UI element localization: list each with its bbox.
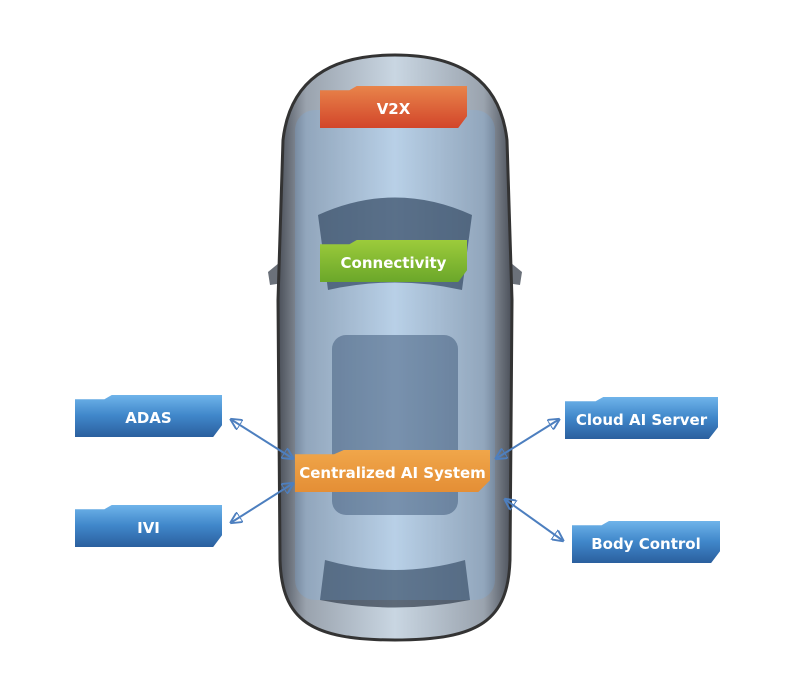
body-control-label: Body Control	[572, 521, 720, 563]
arrow-ivi	[232, 484, 292, 522]
arrow-body	[506, 500, 562, 540]
cloud-ai-server-label: Cloud AI Server	[565, 397, 718, 439]
adas-label: ADAS	[75, 395, 222, 437]
centralized-ai-system-label: Centralized AI System	[295, 450, 490, 492]
arrow-cloud	[497, 420, 558, 458]
connectivity-label: Connectivity	[320, 240, 467, 282]
v2x-label: V2X	[320, 86, 467, 128]
arrow-adas	[232, 420, 292, 458]
ivi-label: IVI	[75, 505, 222, 547]
